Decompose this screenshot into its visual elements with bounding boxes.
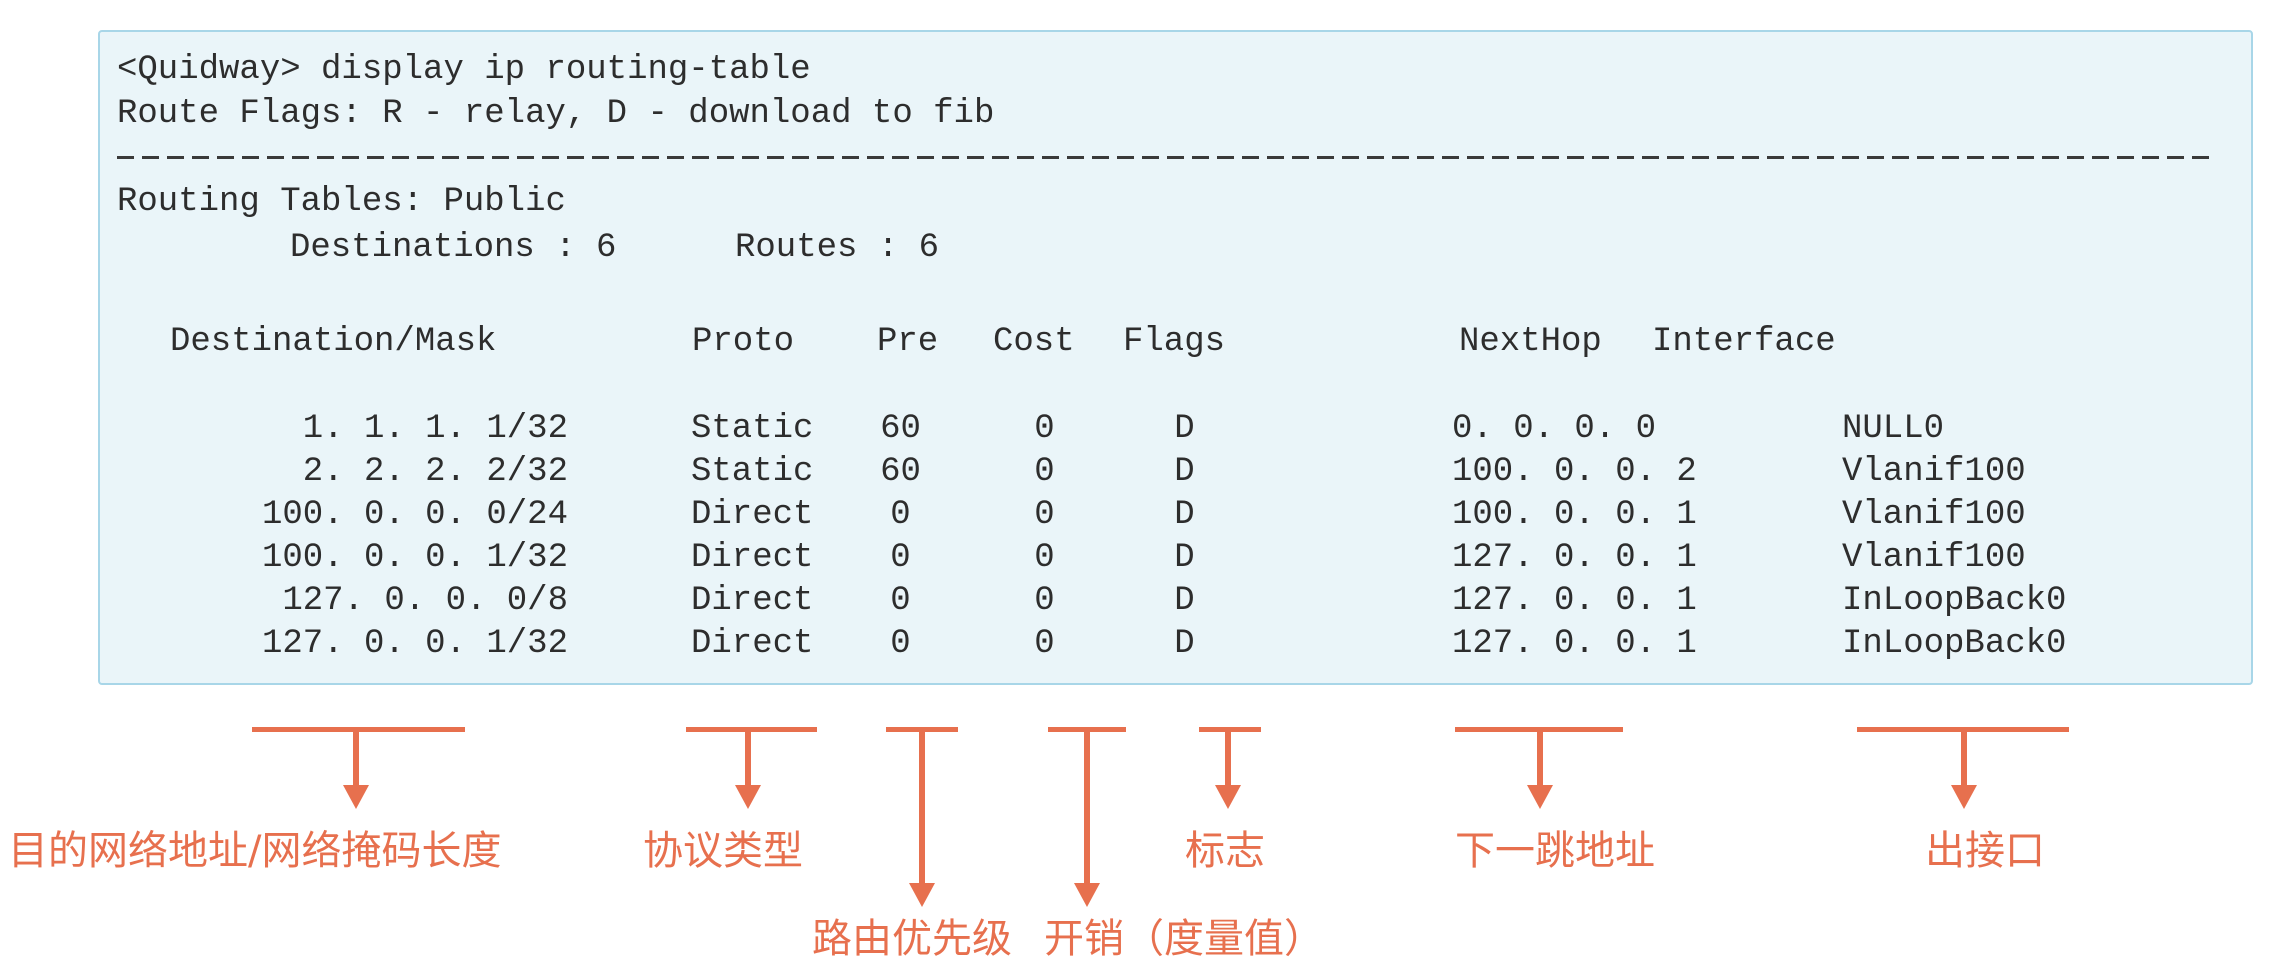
down-arrow-icon <box>1215 785 1241 809</box>
down-arrow-icon <box>1951 785 1977 809</box>
route-dest: 127. 0. 0. 0/8 <box>282 582 568 620</box>
separator-dashed-line <box>117 156 2217 159</box>
down-arrow-icon <box>909 883 935 907</box>
route-flags: D <box>1174 539 1195 577</box>
route-dest: 127. 0. 0. 1/32 <box>261 625 568 663</box>
route-nexthop: 127. 0. 0. 1 <box>1452 539 1697 577</box>
destinations-count: Destinations : 6 <box>290 229 617 267</box>
route-interface: Vlanif100 <box>1842 453 2026 491</box>
annotation-label-pre: 路由优先级 <box>812 916 1012 962</box>
route-pre: 60 <box>880 410 921 448</box>
route-row: 1. 1. 1. 1/32 Static 60 0 D 0. 0. 0. 0 N… <box>100 407 2251 451</box>
route-flags: D <box>1174 625 1195 663</box>
down-arrow-icon <box>1527 785 1553 809</box>
route-nexthop: 127. 0. 0. 1 <box>1452 582 1697 620</box>
route-proto: Direct <box>691 582 814 620</box>
down-arrow-icon <box>735 785 761 809</box>
column-header-destination-mask: Destination/Mask <box>170 323 497 361</box>
command-line: <Quidway> display ip routing-table <box>117 51 811 89</box>
route-interface: InLoopBack0 <box>1842 582 2067 620</box>
route-pre: 0 <box>890 539 911 577</box>
annotation-label-cost: 开销（度量值） <box>1044 916 1324 962</box>
route-proto: Direct <box>691 496 814 534</box>
route-pre: 0 <box>890 496 911 534</box>
annotation-label-nexthop: 下一跳地址 <box>1455 828 1655 874</box>
down-arrow-icon <box>1074 883 1100 907</box>
route-flags: D <box>1174 410 1195 448</box>
route-cost: 0 <box>1034 625 1055 663</box>
route-interface: Vlanif100 <box>1842 496 2026 534</box>
arrow-stem <box>1537 727 1543 787</box>
column-header-pre: Pre <box>877 323 939 361</box>
summary-line: Destinations : 6 Routes : 6 <box>100 226 2251 270</box>
annotation-label-proto: 协议类型 <box>643 828 803 874</box>
column-header-proto: Proto <box>692 323 795 361</box>
route-flags: D <box>1174 453 1195 491</box>
route-cost: 0 <box>1034 539 1055 577</box>
route-nexthop: 100. 0. 0. 2 <box>1452 453 1697 491</box>
route-row: 100. 0. 0. 0/24 Direct 0 0 D 100. 0. 0. … <box>100 493 2251 537</box>
route-cost: 0 <box>1034 496 1055 534</box>
annotation-label-dest-mask: 目的网络地址/网络掩码长度 <box>8 828 502 874</box>
arrow-stem <box>919 727 925 885</box>
route-proto: Direct <box>691 625 814 663</box>
arrow-stem <box>353 727 359 787</box>
route-interface: NULL0 <box>1842 410 1945 448</box>
routing-tables-line: Routing Tables: Public <box>117 183 566 221</box>
column-header-cost: Cost <box>993 323 1075 361</box>
route-pre: 0 <box>890 625 911 663</box>
route-nexthop: 127. 0. 0. 1 <box>1452 625 1697 663</box>
route-pre: 0 <box>890 582 911 620</box>
route-cost: 0 <box>1034 410 1055 448</box>
route-row: 2. 2. 2. 2/32 Static 60 0 D 100. 0. 0. 2… <box>100 450 2251 494</box>
route-nexthop: 0. 0. 0. 0 <box>1452 410 1657 448</box>
arrow-stem <box>1961 727 1967 787</box>
route-dest: 1. 1. 1. 1/32 <box>302 410 568 448</box>
route-row: 127. 0. 0. 1/32 Direct 0 0 D 127. 0. 0. … <box>100 622 2251 666</box>
routes-count: Routes : 6 <box>735 229 940 267</box>
route-flags: D <box>1174 582 1195 620</box>
terminal-window: <Quidway> display ip routing-table Route… <box>98 30 2253 685</box>
route-proto: Direct <box>691 539 814 577</box>
arrow-stem <box>745 727 751 787</box>
route-dest: 100. 0. 0. 0/24 <box>261 496 568 534</box>
route-proto: Static <box>691 410 814 448</box>
column-header-flags: Flags <box>1123 323 1226 361</box>
annotation-label-flags: 标志 <box>1185 828 1265 874</box>
route-flags: D <box>1174 496 1195 534</box>
route-dest: 100. 0. 0. 1/32 <box>261 539 568 577</box>
annotation-label-interface: 出接口 <box>1925 828 2045 874</box>
route-pre: 60 <box>880 453 921 491</box>
arrow-stem <box>1225 727 1231 787</box>
route-cost: 0 <box>1034 582 1055 620</box>
table-header-row: Destination/Mask Proto Pre Cost Flags Ne… <box>100 320 2251 364</box>
route-proto: Static <box>691 453 814 491</box>
arrow-bar <box>686 727 817 732</box>
route-interface: Vlanif100 <box>1842 539 2026 577</box>
down-arrow-icon <box>343 785 369 809</box>
route-interface: InLoopBack0 <box>1842 625 2067 663</box>
route-flags-line: Route Flags: R - relay, D - download to … <box>117 95 995 133</box>
route-row: 100. 0. 0. 1/32 Direct 0 0 D 127. 0. 0. … <box>100 536 2251 580</box>
arrow-stem <box>1084 727 1090 885</box>
column-header-interface: Interface <box>1652 323 1836 361</box>
route-dest: 2. 2. 2. 2/32 <box>302 453 568 491</box>
route-cost: 0 <box>1034 453 1055 491</box>
column-header-nexthop: NextHop <box>1459 323 1602 361</box>
route-nexthop: 100. 0. 0. 1 <box>1452 496 1697 534</box>
route-row: 127. 0. 0. 0/8 Direct 0 0 D 127. 0. 0. 1… <box>100 579 2251 623</box>
